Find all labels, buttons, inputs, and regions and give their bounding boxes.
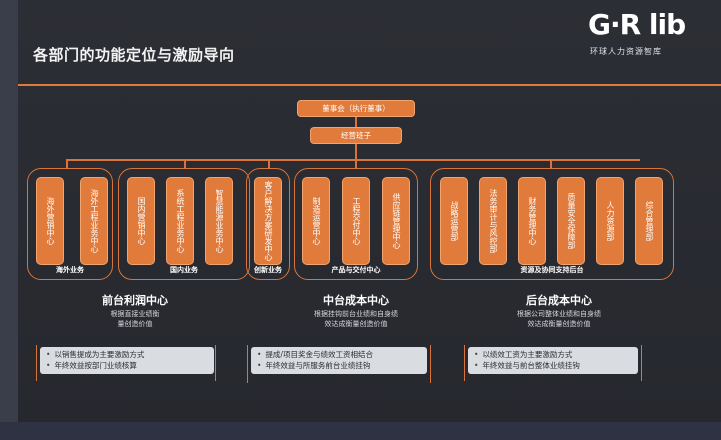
front-incentive-note: 以销售提成为主要激励方式 年终效益按部门业绩核算	[40, 347, 214, 374]
connector	[355, 144, 357, 160]
middle-cost-center-desc: 根据挂钩前台业绩和自身绩效达成衡量创造价值	[314, 310, 398, 328]
group-label-domestic: 国内业务	[170, 266, 198, 274]
slide-title: 各部门的功能定位与激励导向	[33, 46, 235, 64]
back-cost-center-desc: 根据公司整体业绩和自身绩效达成衡量创造价值	[517, 310, 601, 328]
note-bracket	[247, 345, 431, 383]
dept-hr: 人力资源部	[596, 177, 624, 265]
board-box: 董事会（执行董事）	[297, 100, 415, 117]
horizontal-bus	[66, 159, 640, 161]
connector	[184, 159, 186, 169]
middle-incentive-note: 提成/项目奖金与绩效工资相结合 年终效益与所服务前台业绩挂钩	[251, 347, 427, 374]
left-edge-strip	[0, 0, 18, 440]
logo-subtitle: 环球人力资源智库	[590, 47, 662, 56]
note-bracket	[36, 345, 216, 381]
dept-finance: 财务管理中心	[518, 177, 546, 265]
dept-general-admin: 综合管理部	[635, 177, 663, 265]
group-product-delivery	[294, 168, 418, 280]
management-box: 经营班子	[310, 127, 402, 144]
connector	[355, 159, 357, 169]
back-cost-center-title: 后台成本中心	[526, 294, 592, 307]
dept-manufacturing-ops: 制造运营中心	[302, 177, 330, 265]
connector	[268, 159, 270, 169]
title-divider	[18, 84, 721, 86]
middle-cost-center-title: 中台成本中心	[323, 294, 389, 307]
dept-smart-energy: 智慧能源业务中心	[205, 177, 233, 265]
dept-legal-audit-risk: 法务审计与风控部	[479, 177, 507, 265]
logo: G·R lib 环球人力资源智库	[584, 6, 704, 56]
bottom-edge-strip	[0, 422, 721, 440]
dept-overseas-engineering: 海外工程业务中心	[80, 177, 108, 265]
dept-system-engineering: 系统工程业务中心	[166, 177, 194, 265]
dept-customer-solutions-rd: 客户解决方案研发中心	[254, 177, 282, 265]
dept-engineering-delivery: 工程交付中心	[342, 177, 370, 265]
back-incentive-note: 以绩效工资为主要激励方式 年终效益与前台整体业绩挂钩	[468, 347, 638, 374]
group-overseas	[27, 168, 113, 280]
dept-overseas-marketing: 海外营销中心	[36, 177, 64, 265]
group-domestic	[118, 168, 250, 280]
note-bracket	[464, 345, 642, 381]
dept-strategy-ops: 战略运营部	[440, 177, 468, 265]
connector	[550, 159, 552, 169]
group-innovation	[246, 168, 290, 280]
dept-domestic-marketing: 国内营销中心	[127, 177, 155, 265]
group-label-support: 资源及协同支持后台	[520, 266, 584, 274]
front-profit-center-desc: 根据直接业绩衡量创造价值	[110, 310, 160, 328]
dept-quality-safety: 质量安全保障部	[557, 177, 585, 265]
front-profit-center-title: 前台利润中心	[102, 294, 168, 307]
group-label-innovation: 创新业务	[254, 266, 282, 274]
logo-mark: G·R lib	[588, 8, 686, 41]
dept-supply-chain: 供应链管理中心	[382, 177, 410, 265]
group-label-product-delivery: 产品与交付中心	[331, 266, 381, 274]
group-support-backoffice	[430, 168, 674, 280]
connector	[66, 159, 68, 169]
group-label-overseas: 海外业务	[56, 266, 84, 274]
connector	[355, 117, 357, 127]
